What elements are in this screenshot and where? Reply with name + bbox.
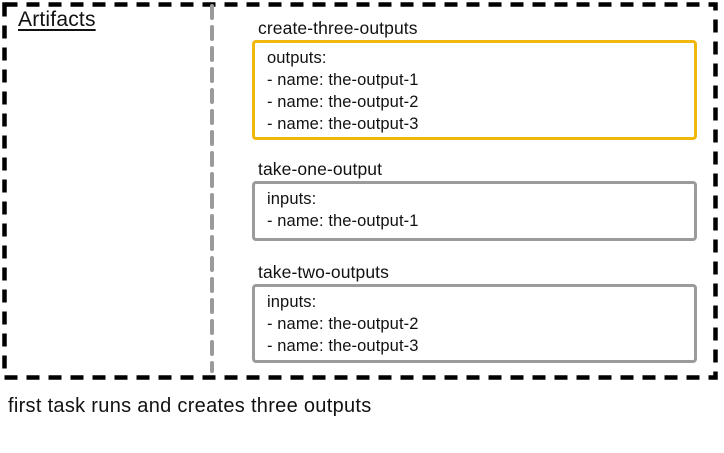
task-group-create-three-outputs: create-three-outputs outputs: - name: th…: [252, 17, 697, 140]
spec-line: outputs:: [267, 49, 327, 67]
task-inputs-box: inputs: - name: the-output-1: [252, 181, 697, 241]
task-title: create-three-outputs: [258, 18, 418, 38]
spec-line: - name: the-output-1: [267, 71, 419, 89]
task-title: take-two-outputs: [258, 262, 389, 282]
diagram-caption: first task runs and creates three output…: [8, 395, 372, 417]
spec-line: inputs:: [267, 293, 317, 311]
spec-line: - name: the-output-2: [267, 315, 419, 333]
task-group-take-two-outputs: take-two-outputs inputs: - name: the-out…: [252, 261, 697, 363]
spec-line: - name: the-output-2: [267, 93, 419, 111]
task-group-take-one-output: take-one-output inputs: - name: the-outp…: [252, 158, 697, 241]
spec-line: - name: the-output-3: [267, 115, 419, 133]
artifacts-boundary-border: [2, 2, 718, 380]
task-inputs-box: inputs: - name: the-output-2 - name: the…: [252, 284, 697, 363]
spec-line: inputs:: [267, 190, 317, 208]
spec-line: - name: the-output-3: [267, 337, 419, 355]
artifacts-panel-label: Artifacts: [18, 8, 96, 31]
task-title: take-one-output: [258, 159, 383, 179]
task-outputs-box: outputs: - name: the-output-1 - name: th…: [252, 40, 697, 140]
spec-line: - name: the-output-1: [267, 212, 419, 230]
